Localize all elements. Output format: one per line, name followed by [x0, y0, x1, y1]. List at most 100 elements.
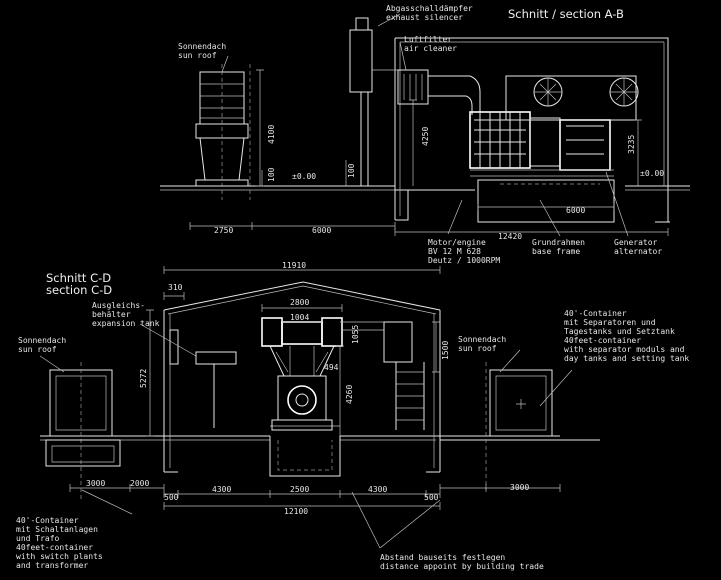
exhaust-pipe-cd	[340, 321, 384, 331]
container-left-inner	[55, 375, 107, 431]
roof-cd	[163, 281, 441, 311]
dim-4250	[409, 99, 417, 186]
dim-text-12420: 12420	[498, 232, 522, 241]
tank-label-3: expansion tank	[92, 319, 160, 328]
manifold	[281, 321, 323, 345]
dim-310-line	[163, 292, 185, 300]
dim-12100-line	[163, 502, 441, 510]
sunroof-cd-right-en: sun roof	[458, 344, 497, 353]
dim-2800-line	[261, 304, 343, 312]
dim-row-1-ab	[189, 222, 396, 230]
sunroof-cd-left-en: sun roof	[18, 345, 57, 354]
airfilter-label-en: air cleaner	[404, 44, 457, 53]
dim-text-494: 494	[324, 363, 339, 372]
dim-text-1004: 1004	[290, 313, 309, 322]
section-cd-title-en: section C-D	[46, 283, 112, 297]
note-text-2: distance appoint by building trade	[380, 562, 544, 571]
dim-text-500b: 500	[424, 493, 439, 502]
container-right-text-5: with separator moduls and	[564, 345, 685, 354]
sunroof-stand-ab	[195, 137, 249, 187]
turbo-left	[261, 317, 283, 347]
roof-inner-cd	[167, 285, 437, 315]
frame-label-2: base frame	[532, 247, 580, 256]
gen-label-1: Generator	[614, 238, 658, 247]
dim-text-3000a: 3000	[86, 479, 105, 488]
dim-text-6000b: 6000	[566, 206, 585, 215]
v-block-detail	[275, 346, 329, 376]
ground-line-ab	[160, 185, 690, 191]
ground-line-cd	[40, 435, 600, 441]
tank-label-1: Ausgleichs-	[92, 301, 145, 310]
dim-text-2800: 2800	[290, 298, 309, 307]
silencer-label-de: Abgasschalldämpfer	[386, 4, 473, 13]
generator-body	[559, 119, 611, 171]
dim-text-3235: 3235	[627, 135, 636, 154]
building-inner-ab	[399, 41, 665, 216]
container-left-text-5: with switch plants	[16, 552, 103, 561]
air-duct	[428, 75, 481, 115]
footings-ab	[395, 190, 670, 223]
dim-text-4250: 4250	[421, 127, 430, 146]
engine-cylinders	[474, 112, 526, 168]
dim-text-6000: 6000	[312, 226, 331, 235]
dim-4100	[256, 69, 264, 187]
dim-text-100a: 100	[267, 167, 276, 182]
dim-text-4100: 4100	[267, 125, 276, 144]
container-right-text-4: 40feet-container	[564, 336, 641, 345]
section-cd-title-de: Schnitt C-D	[46, 271, 111, 285]
container-right-inner	[495, 375, 547, 431]
dim-row-1-cd	[70, 487, 560, 495]
silencer-cap	[355, 17, 369, 31]
building-frame-ab	[394, 37, 669, 222]
foundation-cd	[269, 436, 341, 477]
flywheel-front	[287, 385, 317, 415]
silencer-body	[349, 29, 373, 93]
silencer-cd	[383, 321, 413, 363]
turbo-right	[321, 317, 343, 347]
ladder-rungs	[396, 371, 424, 421]
level-text-a: ±0.00	[292, 172, 316, 181]
walls-cd	[163, 310, 441, 473]
base-frame-ab	[470, 169, 614, 177]
dim-3235	[634, 119, 642, 186]
container-left-pit-inner	[51, 445, 115, 463]
wall-panel-left	[169, 329, 179, 365]
silencer-label-en: exhaust silencer	[386, 13, 463, 22]
foundation-ab	[477, 179, 615, 223]
container-right-text-3: Tagestanks und Setztank	[564, 327, 675, 336]
dim-text-100b: 100	[347, 163, 356, 178]
ground-line-cd-2	[40, 425, 436, 441]
engine-base-cd	[271, 419, 333, 431]
sunroof-cd-right-de: Sonnendach	[458, 335, 506, 344]
container-right-text-6: day tanks and setting tank	[564, 354, 689, 363]
sunroof-ab-en: sun roof	[178, 51, 217, 60]
container-left-text-2: mit Schaltanlagen	[16, 525, 98, 534]
foundation-hidden-cd	[277, 440, 333, 471]
radiator-box	[505, 75, 637, 121]
motor-label-3: Deutz / 1000RPM	[428, 256, 500, 265]
note-text-1: Abstand bauseits festlegen	[380, 553, 505, 562]
engine-flywheel	[529, 117, 561, 167]
expansion-tank	[195, 351, 237, 365]
walls-inner-cd	[169, 314, 435, 468]
dim-ticks-cd	[69, 484, 561, 498]
air-cleaner-fins	[403, 74, 423, 100]
silencer-pipe	[360, 92, 369, 186]
leaders-ab	[221, 13, 629, 237]
dim-text-3000b: 3000	[510, 483, 529, 492]
dim-11910-line	[163, 266, 441, 274]
frame-label-1: Grundrahmen	[532, 238, 585, 247]
level-text-b: ±0.00	[640, 169, 664, 178]
gen-label-2: alternator	[614, 247, 662, 256]
dim-100s	[261, 160, 347, 186]
sunroof-ab-de: Sonnendach	[178, 42, 226, 51]
dim-text-2750: 2750	[214, 226, 233, 235]
section-cd: Schnitt C-D section C-D Ausgleichs- behä…	[16, 261, 689, 571]
dim-6000-foundation	[477, 203, 615, 211]
dim-1500-line	[432, 321, 440, 373]
motor-label-2: BV 12 M 628	[428, 247, 481, 256]
dim-text-1500: 1500	[441, 341, 450, 360]
dim-text-500a: 500	[164, 493, 179, 502]
